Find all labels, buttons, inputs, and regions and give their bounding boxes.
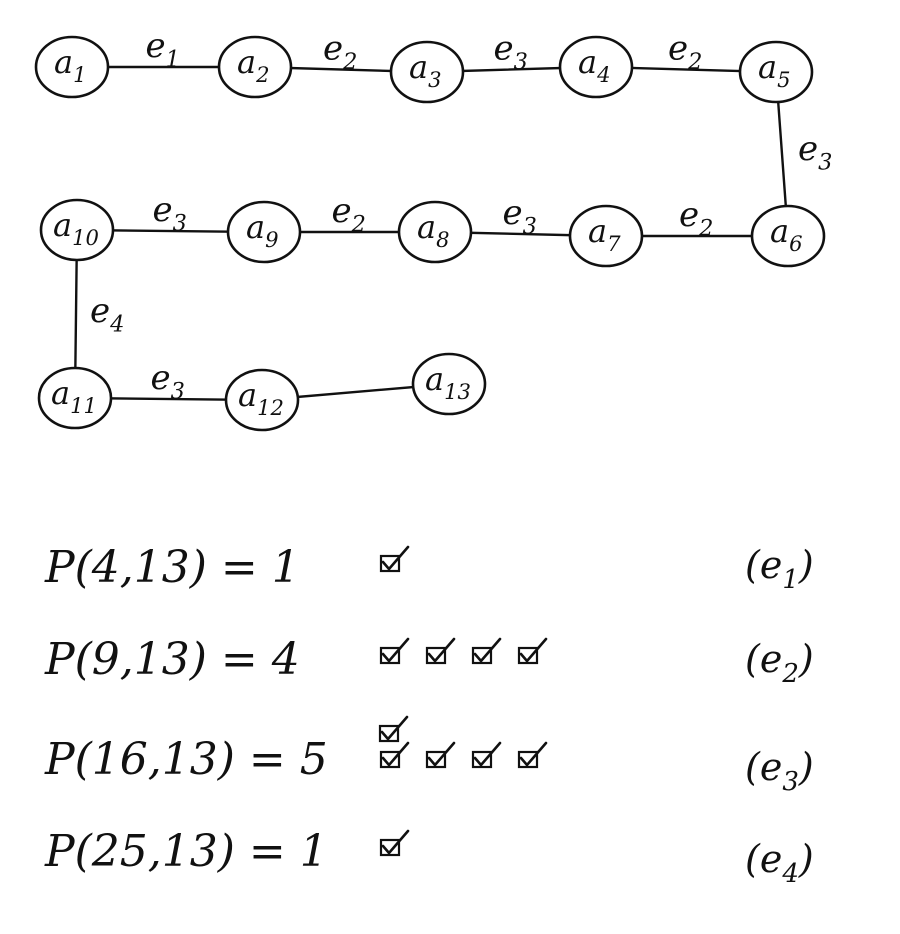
checkbox-icon — [425, 741, 456, 769]
node-circle — [226, 200, 302, 264]
node-label-a5: a5 — [758, 48, 791, 92]
node-label-a4: a4 — [578, 43, 611, 87]
edge-label-a2-a3: e2 — [323, 29, 357, 76]
edge-label-a10-a11: e4 — [90, 291, 124, 338]
node-a12: a12 — [224, 368, 300, 432]
edge-label-a8-a9: e2 — [332, 191, 366, 238]
node-a6: a6 — [750, 204, 826, 268]
node-circle — [568, 204, 644, 268]
equation-row: P(4,13) = 1 (e1) — [44, 542, 814, 595]
edge-label-a1-a2: e1 — [146, 26, 180, 73]
node-label-a12: a12 — [238, 376, 284, 420]
node-circle — [750, 204, 826, 268]
checkbox-icon — [379, 545, 410, 573]
node-circle — [217, 35, 293, 99]
checkbox-icon — [379, 829, 410, 857]
node-a2: a2 — [217, 35, 293, 99]
node-circle — [34, 35, 110, 99]
checkbox-icon — [379, 637, 410, 665]
node-label-a7: a7 — [588, 212, 621, 256]
equation-lhs: P(9,13) = 4 — [44, 634, 300, 685]
node-circle — [411, 352, 487, 416]
node-a1: a1 — [34, 35, 110, 99]
node-a11: a11 — [37, 366, 113, 430]
node-circle — [37, 366, 113, 430]
node-a4: a4 — [558, 35, 634, 99]
node-circle — [389, 40, 465, 104]
edge-label-a3-a4: e3 — [494, 29, 528, 76]
checkbox-icon — [425, 637, 456, 665]
node-label-a10: a10 — [53, 206, 99, 250]
edge-ref-label: (e2) — [745, 637, 814, 689]
edge-label-a4-a5: e2 — [668, 29, 702, 76]
checkbox-icon — [517, 741, 548, 769]
checkbox-icon — [379, 741, 410, 769]
equation-lhs: P(4,13) = 1 — [44, 542, 300, 593]
edge-label-a9-a10: e3 — [153, 190, 187, 237]
node-label-a1: a1 — [54, 43, 87, 87]
edge-label-a5-a6: e3 — [798, 129, 832, 176]
node-a3: a3 — [389, 40, 465, 104]
equation-row: P(25,13) = 1 (e4) — [44, 826, 814, 889]
node-a9: a9 — [226, 200, 302, 264]
node-circle — [738, 40, 814, 104]
node-circle — [39, 198, 115, 262]
edge-ref-label: (e4) — [745, 837, 814, 889]
node-label-a11: a11 — [51, 374, 97, 418]
node-label-a6: a6 — [770, 212, 803, 256]
edge-ref-label: (e3) — [745, 745, 814, 797]
node-a8: a8 — [397, 200, 473, 264]
node-a10: a10 — [39, 198, 115, 262]
checkbox-icon — [471, 637, 502, 665]
node-a5: a5 — [738, 40, 814, 104]
equation-lhs: P(25,13) = 1 — [44, 826, 328, 877]
checkbox-icon — [378, 715, 409, 743]
checkbox-icon — [471, 741, 502, 769]
edge-label-a11-a12: e3 — [151, 358, 185, 405]
node-circle — [397, 200, 473, 264]
node-label-a8: a8 — [417, 208, 450, 252]
checkbox-icon — [517, 637, 548, 665]
node-label-a13: a13 — [425, 360, 471, 404]
edge-label-a7-a8: e3 — [503, 193, 537, 240]
node-a13: a13 — [411, 352, 487, 416]
node-circle — [558, 35, 634, 99]
equation-lhs: P(16,13) = 5 — [44, 734, 328, 785]
node-circle — [224, 368, 300, 432]
equation-row: P(9,13) = 4 (e2) — [44, 634, 814, 689]
edge-ref-label: (e1) — [745, 543, 814, 595]
node-label-a9: a9 — [246, 208, 279, 252]
edge-label-a6-a7: e2 — [679, 195, 713, 242]
node-a7: a7 — [568, 204, 644, 268]
graph-nodes: a1 a2 a3 a4 a5 a6 a7 a8 a9 a10 a11 a12 a13 — [34, 35, 826, 432]
node-label-a2: a2 — [237, 43, 270, 87]
node-label-a3: a3 — [409, 48, 442, 92]
equation-row: P(16,13) = 5 (e3) — [44, 715, 814, 797]
equations-panel: P(4,13) = 1 (e1) P(9,13) = 4 (e2) P(16,13) =… — [44, 542, 814, 889]
